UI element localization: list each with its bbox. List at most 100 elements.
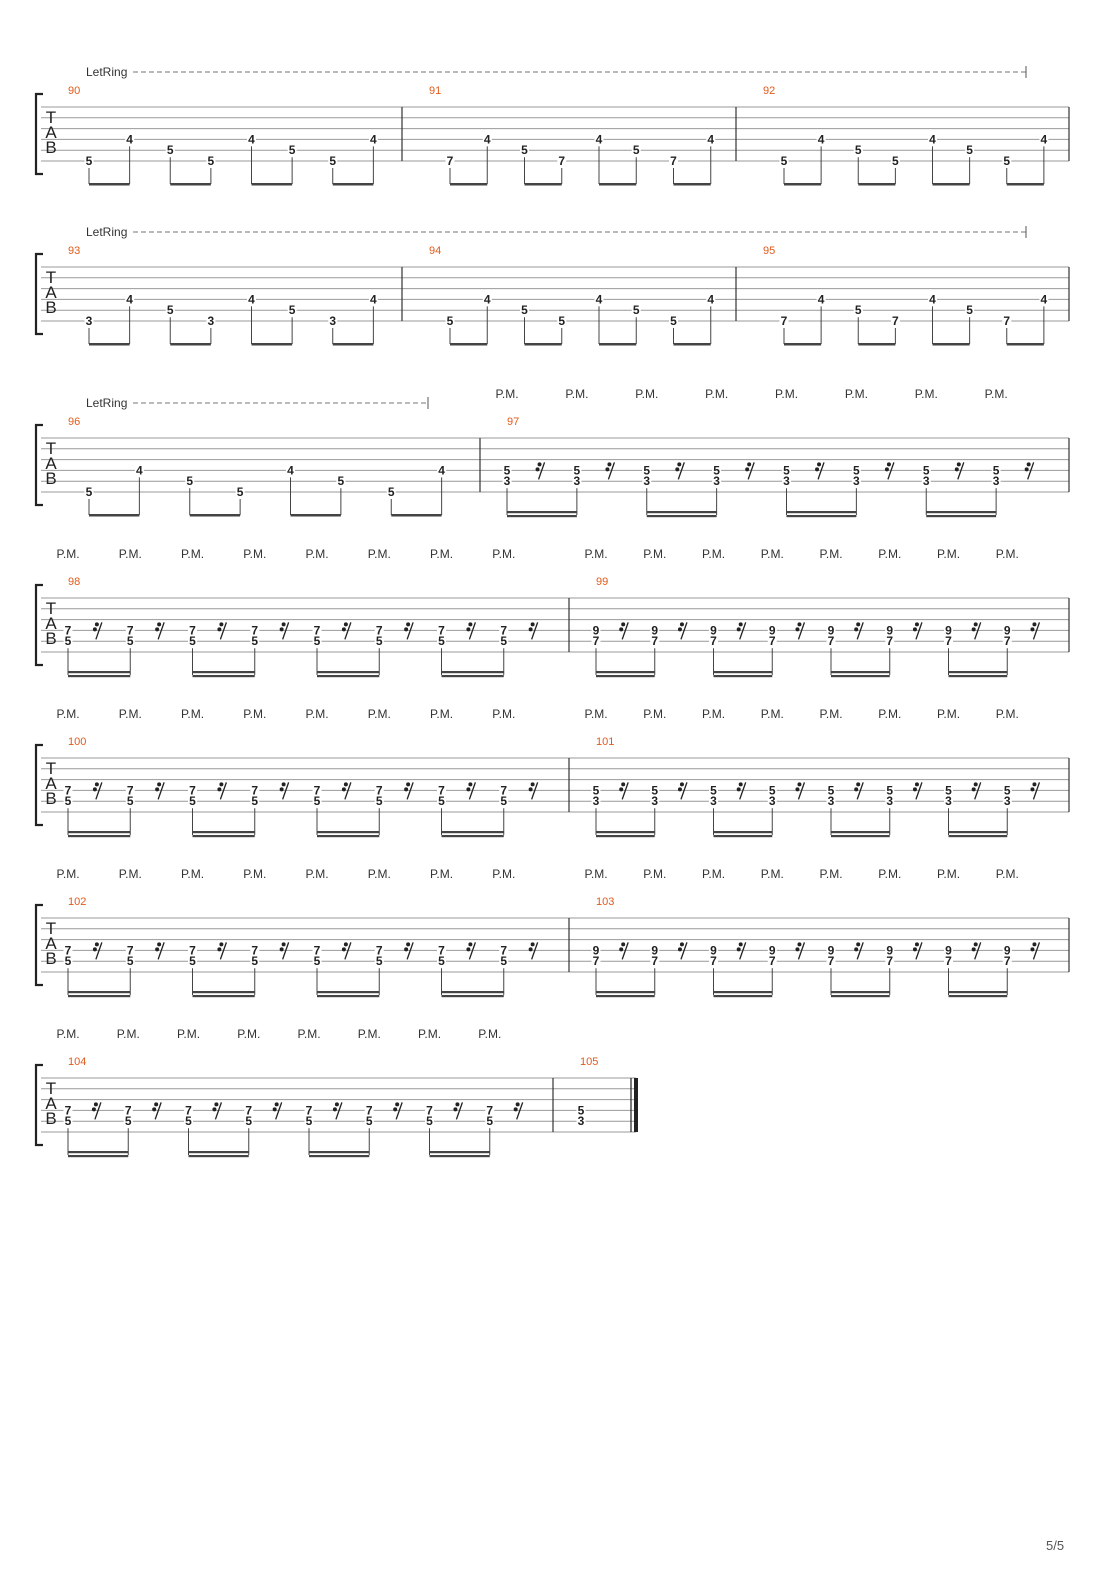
rest-dot — [971, 627, 976, 632]
palm-mute-label: P.M. — [237, 1027, 260, 1041]
fret-number: 5 — [670, 314, 677, 328]
fret-number: 3 — [993, 474, 1000, 488]
fret-bg — [125, 944, 135, 957]
fret-bg — [247, 293, 256, 306]
fret-bg — [885, 795, 895, 808]
note-beam — [251, 343, 293, 346]
fret-bg — [591, 944, 601, 957]
rest-dot — [343, 782, 348, 787]
fret-number: 4 — [248, 132, 255, 146]
let-ring-label: LetRing — [86, 225, 127, 239]
rest-dot — [341, 787, 346, 792]
sixteenth-rest-icon — [739, 942, 747, 960]
note-beam — [188, 1151, 249, 1154]
note-beam — [948, 831, 1008, 834]
fret-bg — [921, 464, 931, 477]
fret-number: 5 — [578, 1103, 585, 1117]
rest-dot — [854, 627, 859, 632]
fret-bg — [591, 635, 601, 648]
fret-number: 3 — [945, 794, 952, 808]
fret-bg — [304, 1104, 314, 1117]
tab-clef-letter: A — [45, 283, 57, 302]
palm-mute-label: P.M. — [565, 387, 588, 401]
measure-number: 101 — [596, 736, 614, 748]
fret-number: 3 — [1004, 794, 1011, 808]
fret-number: 5 — [710, 783, 717, 797]
note-beam — [599, 183, 637, 186]
sixteenth-rest-icon — [957, 462, 965, 480]
rest-dot — [738, 622, 743, 627]
palm-mute-label: P.M. — [181, 547, 204, 561]
fret-bg — [125, 955, 135, 968]
fret-bg — [425, 1115, 434, 1128]
fret-number: 7 — [500, 783, 507, 797]
fret-bg — [594, 293, 604, 306]
fret-number: 4 — [248, 292, 255, 306]
fret-bg — [944, 795, 953, 808]
sixteenth-rest-icon — [817, 462, 825, 480]
palm-mute-label: P.M. — [702, 547, 725, 561]
rest-dot — [395, 1102, 400, 1107]
tab-clef-letter: A — [45, 934, 57, 953]
fret-number: 7 — [1004, 954, 1011, 968]
rest-dot — [736, 947, 741, 952]
palm-mute-label: P.M. — [819, 707, 842, 721]
fret-bg — [709, 944, 718, 957]
fret-bg — [572, 475, 582, 488]
rest-dot — [406, 942, 411, 947]
measure-number: 100 — [68, 736, 86, 748]
fret-bg — [185, 475, 195, 488]
fret-number: 5 — [769, 783, 776, 797]
fret-number: 7 — [125, 1103, 132, 1117]
fret-bg — [944, 944, 953, 957]
rest-dot — [341, 947, 346, 952]
fret-bg — [631, 304, 641, 317]
fret-number: 7 — [376, 783, 383, 797]
fret-bg — [1002, 944, 1012, 957]
rest-dot — [466, 947, 471, 952]
note-beam — [68, 1151, 129, 1154]
sixteenth-rest-icon — [739, 782, 747, 800]
rest-dot — [393, 1107, 398, 1112]
rest-dot — [157, 622, 162, 627]
note-beam — [192, 835, 255, 838]
fret-number: 3 — [886, 794, 893, 808]
fret-number: 4 — [126, 292, 133, 306]
fret-number: 5 — [853, 463, 860, 477]
sixteenth-rest-icon — [856, 942, 864, 960]
rest-dot — [914, 942, 919, 947]
fret-bg — [576, 1115, 586, 1128]
fret-number: 7 — [670, 154, 677, 168]
fret-bg — [374, 955, 384, 968]
palm-mute-label: P.M. — [819, 547, 842, 561]
note-beam — [713, 671, 773, 674]
rest-dot — [530, 942, 535, 947]
rest-dot — [607, 462, 612, 467]
fret-number: 5 — [892, 154, 899, 168]
measure-number: 97 — [507, 416, 519, 428]
fret-number: 7 — [886, 634, 893, 648]
rest-dot — [795, 947, 800, 952]
system-bracket — [34, 1063, 43, 1147]
fret-bg — [944, 784, 953, 797]
fret-number: 7 — [593, 634, 600, 648]
rest-dot — [677, 787, 682, 792]
rest-dot — [856, 622, 861, 627]
sixteenth-rest-icon — [275, 1102, 283, 1120]
fret-bg — [482, 133, 492, 146]
rest-dot — [157, 782, 162, 787]
rest-dot — [155, 947, 160, 952]
sixteenth-rest-icon — [214, 1102, 223, 1120]
tab-clef-letter: T — [46, 759, 56, 778]
fret-number: 5 — [886, 783, 893, 797]
palm-mute-label: P.M. — [492, 867, 515, 881]
fret-number: 4 — [929, 132, 936, 146]
sixteenth-rest-icon — [531, 942, 539, 960]
fret-number: 7 — [251, 783, 258, 797]
fret-number: 5 — [245, 1114, 252, 1128]
palm-mute-label: P.M. — [368, 547, 391, 561]
tab-clef-letter: B — [45, 298, 56, 317]
fret-bg — [63, 784, 73, 797]
tab-clef-letter: T — [46, 268, 56, 287]
rest-dot — [528, 627, 533, 632]
